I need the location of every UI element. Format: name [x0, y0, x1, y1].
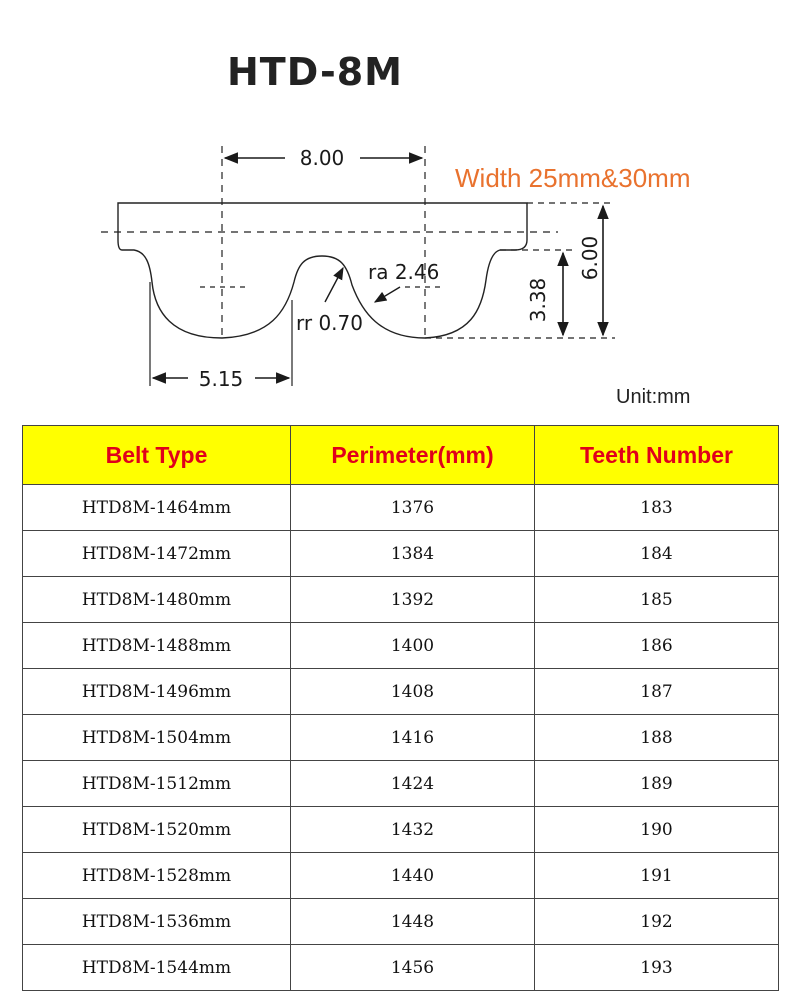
- belt-type-cell: HTD8M-1528mm: [22, 852, 291, 899]
- perimeter-cell: 1424: [290, 760, 535, 807]
- belt-type-cell: HTD8M-1496mm: [22, 668, 291, 715]
- teeth-cell: 189: [534, 760, 779, 807]
- teeth-cell: 188: [534, 714, 779, 761]
- ra-radius-label: ra 2.46: [368, 260, 439, 284]
- rr-radius-label: rr 0.70: [296, 311, 363, 335]
- perimeter-cell: 1400: [290, 622, 535, 669]
- header-teeth-number: Teeth Number: [534, 425, 779, 485]
- pitch-dimension: 8.00: [300, 146, 345, 170]
- perimeter-cell: 1384: [290, 530, 535, 577]
- table-header-row: Belt Type Perimeter(mm) Teeth Number: [22, 425, 779, 485]
- belt-type-cell: HTD8M-1480mm: [22, 576, 291, 623]
- belt-outline: [117, 202, 528, 339]
- header-belt-type: Belt Type: [22, 425, 291, 485]
- tooth-width-dimension: 5.15: [199, 367, 244, 391]
- teeth-cell: 186: [534, 622, 779, 669]
- belt-type-cell: HTD8M-1464mm: [22, 484, 291, 531]
- belt-profile-diagram: 8.00 6.00 3.38 ra 2.46 rr 0.70 5.15: [101, 146, 615, 391]
- belt-spec-table: Belt Type Perimeter(mm) Teeth Number HTD…: [22, 425, 779, 991]
- belt-type-cell: HTD8M-1536mm: [22, 898, 291, 945]
- belt-type-cell: HTD8M-1472mm: [22, 530, 291, 577]
- teeth-cell: 184: [534, 530, 779, 577]
- height-dimension: 6.00: [578, 236, 602, 281]
- diagram-title: HTD-8M: [227, 50, 403, 94]
- perimeter-cell: 1440: [290, 852, 535, 899]
- belt-type-cell: HTD8M-1544mm: [22, 944, 291, 991]
- belt-type-cell: HTD8M-1504mm: [22, 714, 291, 761]
- perimeter-cell: 1456: [290, 944, 535, 991]
- perimeter-cell: 1432: [290, 806, 535, 853]
- belt-type-cell: HTD8M-1488mm: [22, 622, 291, 669]
- unit-label: Unit:mm: [616, 386, 691, 408]
- teeth-cell: 193: [534, 944, 779, 991]
- teeth-cell: 192: [534, 898, 779, 945]
- teeth-cell: 183: [534, 484, 779, 531]
- tooth-height-dimension: 3.38: [526, 278, 550, 323]
- teeth-cell: 190: [534, 806, 779, 853]
- perimeter-cell: 1448: [290, 898, 535, 945]
- perimeter-cell: 1392: [290, 576, 535, 623]
- teeth-cell: 191: [534, 852, 779, 899]
- teeth-cell: 187: [534, 668, 779, 715]
- teeth-cell: 185: [534, 576, 779, 623]
- width-note: Width 25mm&30mm: [455, 163, 691, 193]
- perimeter-cell: 1408: [290, 668, 535, 715]
- perimeter-cell: 1416: [290, 714, 535, 761]
- header-perimeter: Perimeter(mm): [290, 425, 535, 485]
- perimeter-cell: 1376: [290, 484, 535, 531]
- belt-type-cell: HTD8M-1512mm: [22, 760, 291, 807]
- belt-type-cell: HTD8M-1520mm: [22, 806, 291, 853]
